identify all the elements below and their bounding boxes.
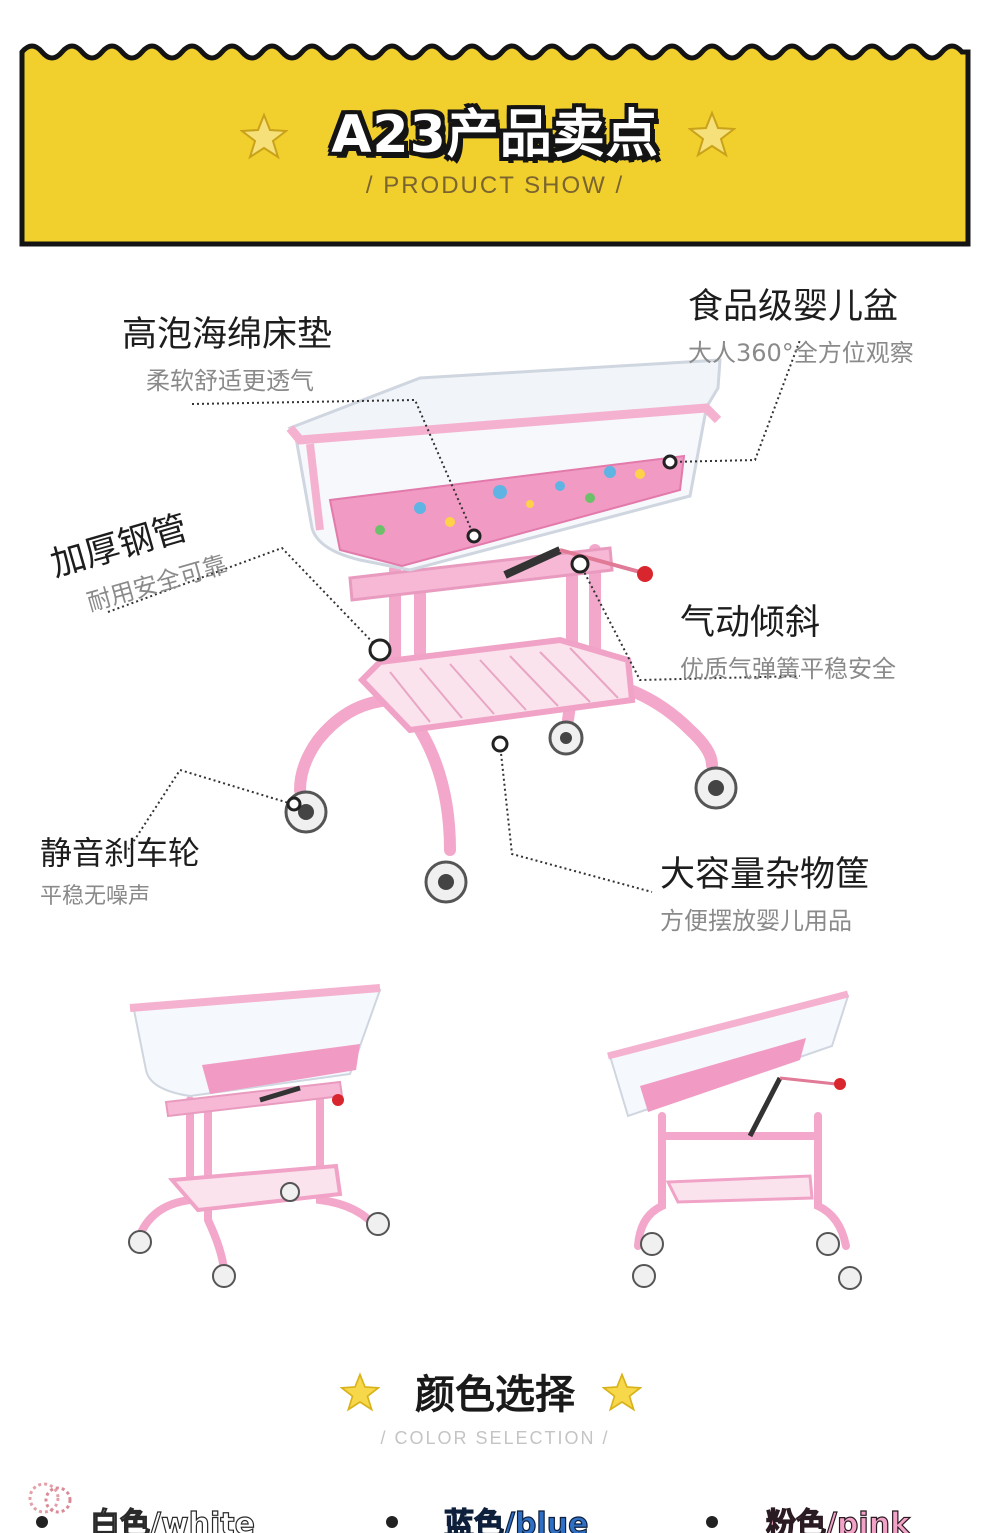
color-option-blue[interactable]: 蓝色/blue	[443, 1506, 589, 1533]
callout-leaders	[107, 339, 801, 893]
color-option-white[interactable]: 白色/white	[89, 1506, 255, 1533]
bullet-dot	[36, 1516, 48, 1528]
callout-title: 高泡海绵床垫	[122, 315, 333, 355]
callout-title: 大容量杂物筐	[660, 855, 871, 895]
star-icon	[602, 1372, 642, 1412]
callout-wheels: 静音刹车轮 平稳无噪声	[40, 828, 200, 910]
banner-subtitle: / PRODUCT SHOW /	[365, 172, 625, 199]
callout-subtitle: 柔软舒适更透气	[146, 367, 314, 395]
bullet-dot	[386, 1516, 398, 1528]
callout-dots	[286, 454, 678, 812]
crib-view-flat	[128, 984, 390, 1288]
banner-title: A23产品卖点	[331, 105, 659, 165]
callout-subtitle: 平稳无噪声	[40, 884, 151, 909]
crib-view-tilted	[607, 990, 862, 1290]
star-icon	[240, 112, 288, 160]
callout-subtitle: 优质气弹簧平稳安全	[680, 655, 896, 683]
callout-basin: 食品级婴儿盆 大人360°全方位观察	[688, 278, 914, 368]
header-banner: A23产品卖点 / PRODUCT SHOW /	[0, 0, 990, 260]
storage-basket	[357, 636, 636, 734]
callout-title: 气动倾斜	[680, 603, 821, 643]
color-section-title: 颜色选择	[415, 1372, 575, 1418]
color-option-pink[interactable]: 粉色/pink	[765, 1506, 911, 1533]
bassinet-tub	[286, 358, 722, 572]
callout-subtitle: 大人360°全方位观察	[688, 339, 914, 367]
callout-title: 静音刹车轮	[40, 834, 201, 872]
color-section-subtitle: / COLOR SELECTION /	[380, 1428, 610, 1448]
tilt-frame	[348, 546, 614, 602]
callout-title: 食品级婴儿盆	[688, 287, 899, 327]
star-icon	[688, 110, 736, 158]
callout-subtitle: 方便摆放婴儿用品	[660, 907, 852, 935]
bullet-dot	[706, 1516, 718, 1528]
watermark-logo-icon	[28, 1482, 72, 1514]
banner-background	[19, 43, 971, 247]
callout-mattress: 高泡海绵床垫 柔软舒适更透气	[122, 306, 332, 396]
callout-tilt: 气动倾斜 优质气弹簧平稳安全	[680, 594, 896, 684]
callout-basket: 大容量杂物筐 方便摆放婴儿用品	[660, 846, 870, 936]
gas-spring	[503, 546, 653, 582]
main-crib-illustration	[107, 339, 801, 904]
mattress	[328, 454, 686, 568]
star-icon	[340, 1372, 380, 1412]
